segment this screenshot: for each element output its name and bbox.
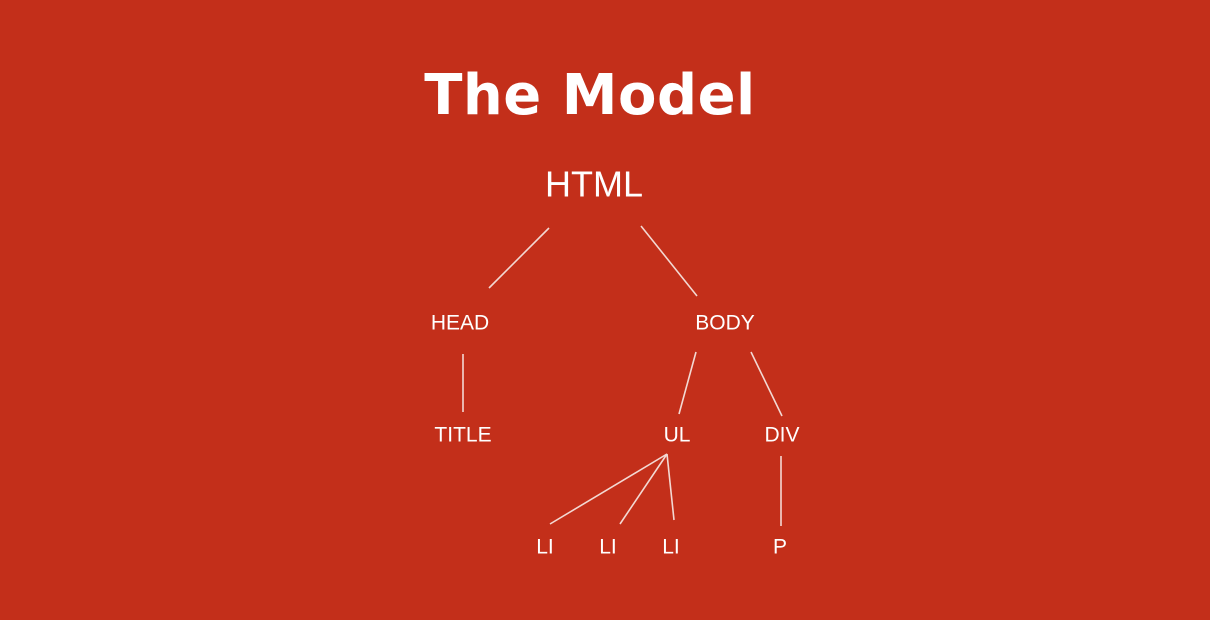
node-li-3: LI xyxy=(662,536,680,559)
tree-edges xyxy=(462,225,783,526)
node-li-1: LI xyxy=(536,536,554,559)
node-ul: UL xyxy=(664,424,691,447)
node-body: BODY xyxy=(695,312,755,335)
tree-nodes: HTML HEAD BODY TITLE UL DIV LI LI LI P xyxy=(431,164,800,559)
node-head: HEAD xyxy=(431,312,489,335)
node-li-2: LI xyxy=(599,536,617,559)
node-html: HTML xyxy=(545,164,643,205)
edge-ul-li2 xyxy=(619,453,668,525)
node-p: P xyxy=(773,536,787,559)
edge-ul-li1 xyxy=(549,453,668,525)
slide-title: The Model xyxy=(424,63,756,128)
node-title: TITLE xyxy=(434,424,491,447)
edge-html-head xyxy=(488,227,550,289)
edge-ul-li3 xyxy=(666,453,675,521)
node-div: DIV xyxy=(764,424,799,447)
edge-body-div xyxy=(750,351,783,417)
edge-body-ul xyxy=(678,351,697,415)
edge-html-body xyxy=(640,225,698,297)
